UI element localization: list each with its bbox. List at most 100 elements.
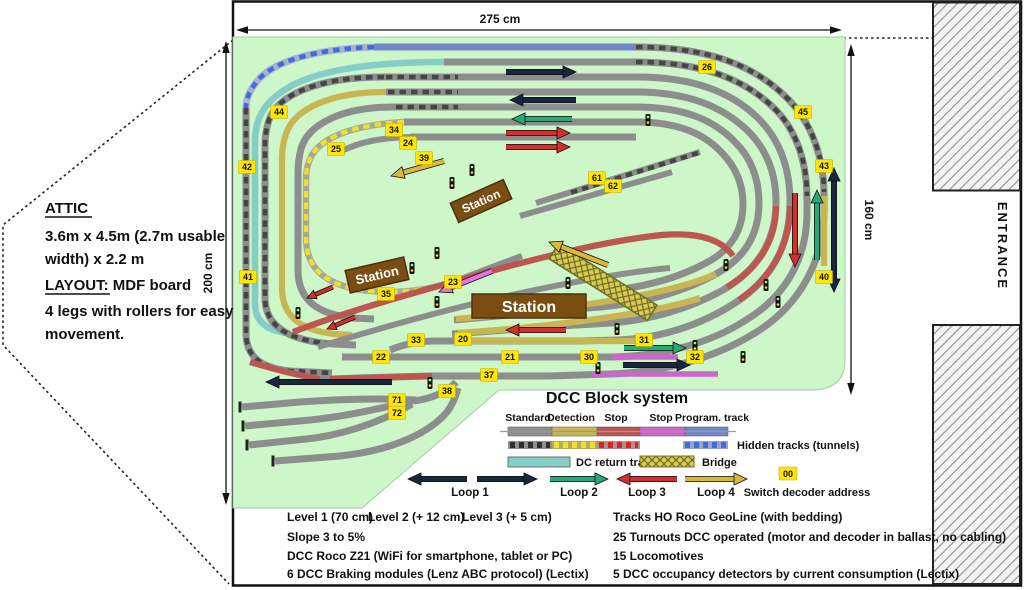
station-sign: Station — [344, 256, 410, 294]
note-left-line: DCC Roco Z21 (WiFi for smartphone, table… — [287, 549, 572, 563]
switch-decoder-label-box — [270, 105, 288, 119]
signal-light — [724, 260, 728, 264]
track-segment-stop-red — [249, 359, 321, 383]
signal-light — [693, 341, 697, 345]
wall-bottom-right — [932, 324, 1021, 585]
attic-legs-line2: movement. — [45, 326, 124, 343]
arrow-head — [511, 112, 526, 126]
legend-loop-label: Loop 3 — [628, 487, 666, 499]
switch-decoder-label-box — [238, 160, 256, 174]
arrow-head — [326, 320, 338, 331]
switch-decoder-label-number: 22 — [376, 352, 386, 362]
arrow-body — [560, 244, 609, 268]
switch-decoder-label-box — [444, 275, 462, 289]
entrance-label: ENTRANCE — [995, 202, 1010, 290]
switch-decoder-label-number: 72 — [392, 408, 402, 418]
legend-bridge-swatch-hatch — [640, 456, 694, 467]
hidden-track-overlay — [635, 59, 810, 197]
arrow-body — [402, 158, 445, 175]
arrow-head — [556, 126, 571, 140]
hidden-track-overlay — [262, 74, 385, 347]
buffer-stop — [241, 420, 245, 432]
track-segment-stop-red — [291, 231, 736, 335]
switch-decoder-label-number: 44 — [274, 107, 284, 117]
buffer-stop — [245, 439, 249, 451]
signal-light — [428, 378, 432, 382]
signal-light — [296, 314, 300, 317]
track-segment-dc-return — [251, 58, 445, 337]
note-right-line: 15 Locomotives — [613, 549, 704, 563]
signal-light — [470, 171, 474, 174]
legend-loop-label: Loop 2 — [560, 487, 598, 499]
legend-switch-decoder-label: Switch decoder address — [744, 487, 871, 499]
switch-decoder-label-box — [327, 142, 345, 156]
signal-light — [566, 278, 570, 282]
switch-decoder-label-box — [239, 270, 257, 284]
switch-decoder-label-box — [501, 350, 519, 364]
attic-heading: ATTIC — [45, 200, 88, 217]
switch-decoder-label-number: 26 — [702, 62, 712, 72]
arrow-head — [676, 358, 691, 372]
switch-decoder-label-number: 34 — [389, 125, 399, 135]
switch-decoder-label-number: 30 — [584, 352, 594, 362]
buffer-stop — [271, 455, 275, 467]
signal-light — [724, 266, 728, 269]
hidden-track-overlay-yellow — [303, 119, 462, 295]
dimension-width: 275 cm — [236, 12, 842, 34]
legend-switch-decoder-badge — [778, 466, 798, 481]
width-dimension-label: 275 cm — [480, 12, 521, 26]
legend-block-type-label: Stop — [649, 412, 672, 424]
attic-legs-line1: 4 legs with rollers for easy — [45, 303, 234, 320]
arrow-head — [672, 341, 687, 355]
arrow-head — [505, 323, 520, 337]
legend-hidden-tracks-label: Hidden tracks (tunnels) — [737, 440, 860, 452]
switch-decoder-label-number: 62 — [608, 181, 618, 191]
switch-decoder-label-box — [686, 350, 704, 364]
arrow-head — [556, 140, 571, 154]
arrow-head — [306, 289, 318, 300]
arrow-head — [548, 240, 564, 254]
track-segment-stop-red — [725, 205, 780, 290]
note-level-label: Level 1 (70 cm) — [287, 510, 373, 524]
signal-light — [693, 347, 697, 350]
notes: Level 1 (70 cm)Level 2 (+ 12 cm)Level 3 … — [287, 510, 1006, 581]
arrow-head — [407, 472, 422, 486]
arrow-head — [810, 189, 824, 204]
signal-light — [450, 178, 454, 182]
signal-light — [296, 308, 300, 312]
board-height-dimension-label: 160 cm — [862, 200, 876, 241]
switch-decoder-label-box — [635, 333, 653, 347]
signal-light — [435, 248, 439, 252]
track-segment — [603, 118, 747, 295]
switch-decoder-label-box — [698, 60, 716, 74]
switch-decoder-label-number: 23 — [448, 277, 458, 287]
signal-light — [615, 330, 619, 333]
switch-decoder-label-box — [385, 123, 403, 137]
arrow-head — [562, 65, 577, 79]
attic-note: ATTIC 3.6m x 4.5m (2.7m usable width) x … — [44, 200, 234, 343]
track-network — [238, 43, 828, 467]
switch-decoder-label-box — [480, 368, 498, 382]
switch-decoder-label-number: 37 — [484, 370, 494, 380]
depth-dimension-label: 200 cm — [201, 253, 215, 294]
track-segment-detection — [278, 88, 387, 339]
signal-light — [435, 297, 439, 301]
attic-dims-line1: 3.6m x 4.5m (2.7m usable — [45, 228, 225, 245]
note-left-line: 6 DCC Braking modules (Lenz ABC protocol… — [287, 567, 589, 581]
dimension-depth: 200 cm — [201, 41, 230, 505]
attic-layout-line: LAYOUT: MDF board — [45, 277, 191, 294]
arrow-body — [334, 315, 356, 327]
signal-light — [646, 115, 650, 119]
switch-decoder-label-number: 35 — [381, 289, 391, 299]
arrow-head — [788, 253, 802, 268]
switch-decoder-label-box — [377, 287, 395, 301]
switch-decoder-label-box — [794, 105, 812, 119]
station-sign: Station — [471, 293, 587, 319]
arrow-head — [616, 472, 631, 486]
station-sign-board — [344, 256, 410, 294]
switch-decoder-label-number: 31 — [639, 335, 649, 345]
